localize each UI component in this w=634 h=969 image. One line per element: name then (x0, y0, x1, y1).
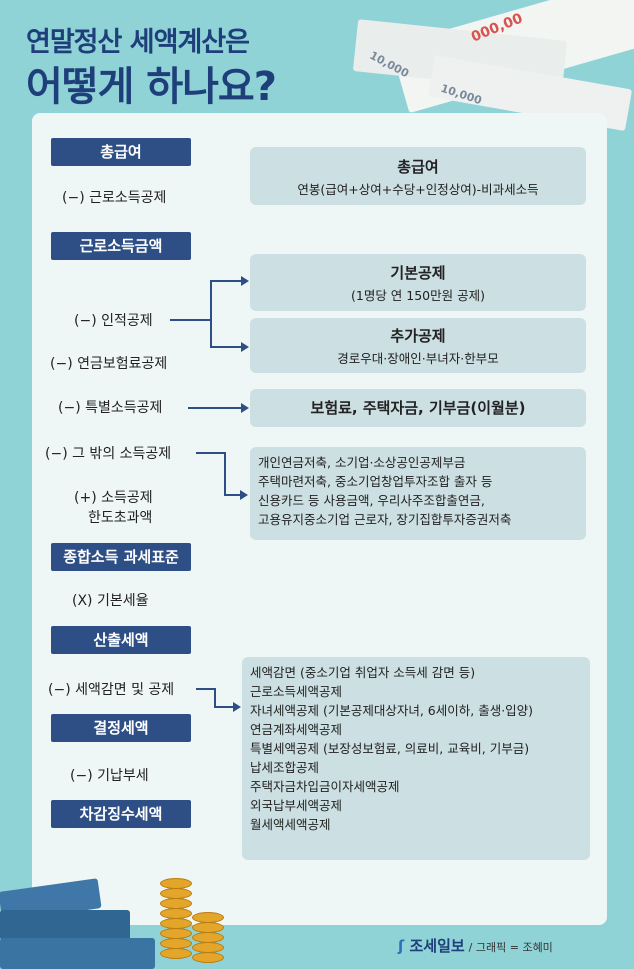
step-basic-tax-rate: (X) 기본세율 (72, 593, 149, 609)
basic-deduction-box: 기본공제 (1명당 연 150만원 공제) (250, 254, 586, 311)
connector-line (214, 706, 234, 708)
step-tax-reduction: (−) 세액감면 및 공제 (48, 682, 175, 698)
page-title-line1: 연말정산 세액계산은 (26, 27, 250, 58)
label-deducted-tax: 차감징수세액 (51, 800, 191, 828)
list-item: 세액감면 (중소기업 취업자 소득세 감면 등) (250, 665, 476, 680)
label-computed-tax: 산출세액 (51, 626, 191, 654)
brand-mark-icon: ʃ (398, 937, 405, 955)
total-salary-box: 총급여 연봉(급여+상여+수당+인정상여)-비과세소득 (250, 147, 586, 205)
other-deduction-list: 개인연금저축, 소기업·소상공인공제부금 주택마련저축, 중소기업창업투자조합 … (250, 447, 586, 540)
brand-name: 조세일보 (409, 937, 465, 955)
page-title-line2: 어떻게 하나요? (26, 64, 277, 110)
label-taxable-base: 종합소득 과세표준 (51, 543, 191, 571)
list-item: 개인연금저축, 소기업·소상공인공제부금 (258, 455, 466, 470)
additional-deduction-box: 추가공제 경로우대·장애인·부녀자·한부모 (250, 318, 586, 373)
connector-line (196, 452, 224, 454)
list-item: 고용유지중소기업 근로자, 장기집합투자증권저축 (258, 512, 512, 527)
box-title: 총급여 (397, 158, 439, 176)
box-desc: 경로우대·장애인·부녀자·한부모 (337, 351, 499, 366)
step-pension-deduction: (−) 연금보험료공제 (50, 356, 168, 372)
brand-logo: ʃ 조세일보/ 그래픽 = 조혜미 (398, 935, 553, 956)
step-prepaid-tax: (−) 기납부세 (70, 768, 149, 784)
connector-line (210, 280, 242, 282)
arrow-icon (240, 490, 248, 500)
list-item: 월세액세액공제 (250, 817, 331, 832)
box-title: 기본공제 (390, 264, 446, 282)
step-personal-deduction: (−) 인적공제 (74, 313, 153, 329)
list-item: 납세조합공제 (250, 760, 320, 775)
connector-line (214, 688, 216, 708)
step-special-deduction: (−) 특별소득공제 (58, 400, 163, 416)
arrow-icon (241, 403, 249, 413)
tax-reduction-list: 세액감면 (중소기업 취업자 소득세 감면 등) 근로소득세액공제 자녀세액공제… (242, 657, 590, 860)
list-item: 외국납부세액공제 (250, 798, 343, 813)
box-title: 보험료, 주택자금, 기부금(이월분) (310, 399, 526, 417)
arrow-icon (241, 276, 249, 286)
arrow-icon (241, 342, 249, 352)
connector-line (188, 407, 242, 409)
list-item: 근로소득세액공제 (250, 684, 343, 699)
box-desc: (1명당 연 150만원 공제) (351, 288, 485, 303)
connector-line (196, 688, 214, 690)
connector-line (210, 346, 242, 348)
list-item: 주택자금차입금이자세액공제 (250, 779, 400, 794)
list-item: 자녀세액공제 (기본공제대상자녀, 6세이하, 출생·입양) (250, 703, 534, 718)
connector-line (224, 452, 226, 496)
connector-line (224, 494, 242, 496)
label-determined-tax: 결정세액 (51, 714, 191, 742)
step-excess-limit-2: 한도초과액 (88, 510, 153, 526)
list-item: 주택마련저축, 중소기업창업투자조합 출자 등 (258, 474, 493, 489)
coin-illustration (160, 948, 192, 959)
box-title: 추가공제 (390, 327, 446, 345)
connector-line (210, 280, 212, 348)
box-desc: 연봉(급여+상여+수당+인정상여)-비과세소득 (297, 182, 539, 197)
list-item: 연금계좌세액공제 (250, 722, 343, 737)
label-total-salary: 총급여 (51, 138, 191, 166)
step-earned-income-deduction: (−) 근로소득공제 (62, 190, 167, 206)
coin-illustration (192, 952, 224, 963)
arrow-icon (233, 702, 241, 712)
special-deduction-box: 보험료, 주택자금, 기부금(이월분) (250, 389, 586, 427)
label-earned-income: 근로소득금액 (51, 232, 191, 260)
money-stack-illustration (0, 910, 130, 940)
list-item: 신용카드 등 사용금액, 우리사주조합출연금, (258, 493, 485, 508)
graphic-credit: / 그래픽 = 조혜미 (468, 941, 553, 954)
list-item: 특별세액공제 (보장성보험료, 의료비, 교육비, 기부금) (250, 741, 530, 756)
money-stack-illustration (0, 938, 155, 969)
step-excess-limit: (+) 소득공제 (74, 490, 153, 506)
step-other-deduction: (−) 그 밖의 소득공제 (45, 446, 172, 462)
connector-line (170, 319, 210, 321)
